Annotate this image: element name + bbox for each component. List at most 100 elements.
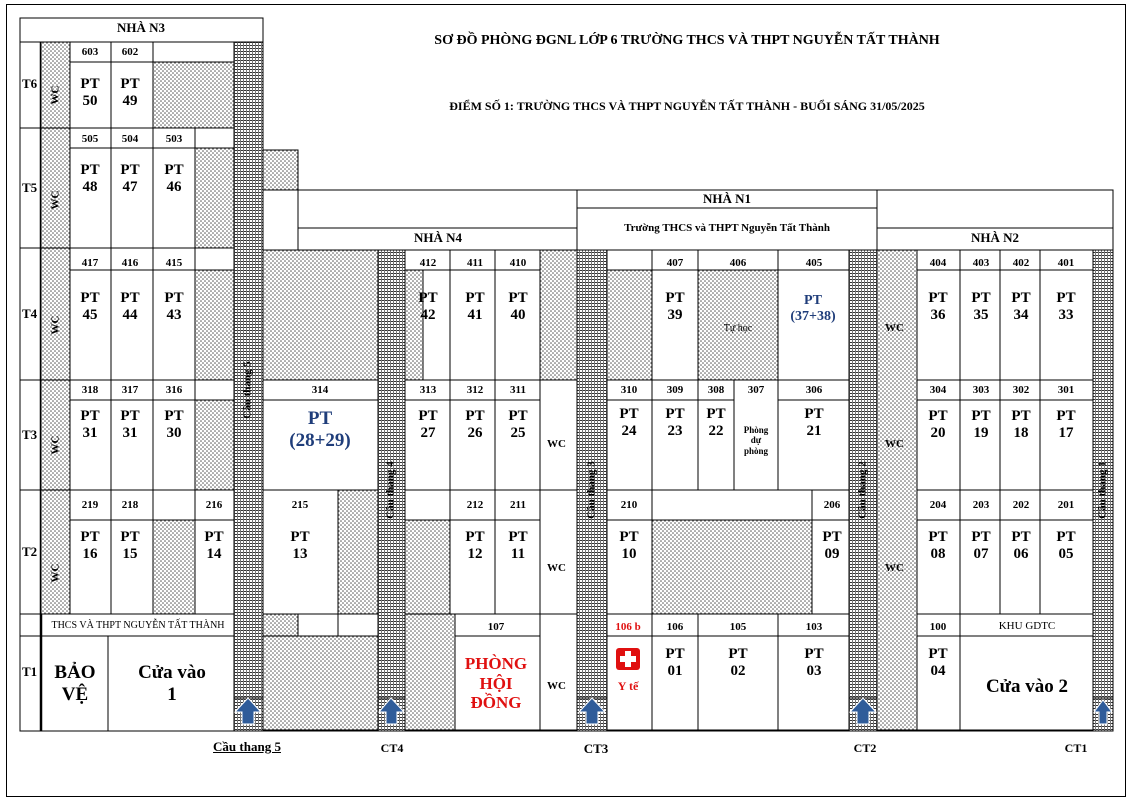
exam-room-prefix: PT — [665, 406, 685, 422]
pe-area-label: KHU GDTC — [998, 620, 1056, 632]
self-study-label: Tự học — [723, 323, 753, 334]
exam-room-number: 13 — [292, 546, 308, 563]
room-number-206: 206 — [823, 499, 841, 511]
exam-room-prefix: PT — [971, 529, 991, 545]
room-number-504: 504 — [121, 133, 139, 145]
exam-room-prefix: PT — [1056, 408, 1076, 424]
exam-room-number: 33 — [1058, 307, 1074, 324]
exam-room-prefix: PT — [619, 406, 639, 422]
ct2-label: CT2 — [853, 741, 877, 755]
exam-room-number: 45 — [82, 307, 98, 324]
exam-room-prefix: PT — [465, 408, 485, 424]
room-number-416: 416 — [121, 257, 139, 269]
exam-room-number: 48 — [82, 179, 98, 196]
exam-room-number: 40 — [510, 307, 526, 324]
exam-room-number: 02 — [730, 663, 746, 680]
room-number-306: 306 — [805, 384, 823, 396]
exam-room-prefix: PT — [1056, 529, 1076, 545]
exam-room-number: 21 — [806, 423, 822, 440]
exam-room-number: 50 — [82, 93, 98, 110]
exam-room-prefix: PT — [971, 290, 991, 306]
exam-room-number: 12 — [467, 546, 483, 563]
exam-room-number: 44 — [122, 307, 138, 324]
exam-room-prefix: PT — [465, 529, 485, 545]
exam-room-prefix: PT — [164, 162, 184, 178]
floor-label-t5: T5 — [22, 180, 38, 195]
exam-room-prefix: PT — [804, 646, 824, 662]
stair-5-label: Cầu thang 5 — [241, 361, 254, 419]
room-number-103: 103 — [805, 621, 823, 633]
room-number-106b: 106 b — [615, 621, 641, 633]
floor-label-t6: T6 — [22, 76, 38, 91]
room-number-215: 215 — [291, 499, 309, 511]
stair-1-label: Cầu thang 1 — [1096, 461, 1109, 519]
exam-room-prefix: PT — [665, 646, 685, 662]
exam-room-number: 46 — [166, 179, 182, 196]
exam-room-number: 09 — [824, 546, 840, 563]
ct1-label: CT1 — [1064, 741, 1088, 755]
exam-room-number: 15 — [122, 546, 138, 563]
room-number-304: 304 — [929, 384, 947, 396]
room-number-415: 415 — [165, 257, 183, 269]
exam-room-prefix: PT — [120, 290, 140, 306]
exam-room-number: 41 — [467, 307, 483, 324]
bao-ve-label: BẢO VỆ — [54, 662, 96, 705]
room-number-107: 107 — [487, 621, 505, 633]
exam-room-prefix: PT — [928, 408, 948, 424]
exam-room-prefix: PT — [1011, 529, 1031, 545]
arrow-up-icon — [377, 697, 406, 725]
wc-label: WC — [547, 562, 566, 574]
page-title: SƠ ĐỒ PHÒNG ĐGNL LỚP 6 TRƯỜNG THCS VÀ TH… — [434, 33, 940, 48]
room-number-212: 212 — [466, 499, 484, 511]
exam-room-number: 19 — [973, 425, 989, 442]
entrance-2-label: Cửa vào 2 — [985, 676, 1069, 697]
exam-room-number: 05 — [1058, 546, 1074, 563]
room-number-317: 317 — [121, 384, 139, 396]
exam-room-number: 11 — [510, 546, 526, 563]
arrow-up-icon — [233, 697, 263, 725]
exam-room-prefix: PT — [164, 290, 184, 306]
medical-label: Y tế — [617, 679, 639, 693]
exam-room-prefix: PT — [80, 162, 100, 178]
exam-room-prefix: PT — [164, 408, 184, 424]
room-number-309: 309 — [666, 384, 684, 396]
room-number-313: 313 — [419, 384, 437, 396]
room-number-301: 301 — [1057, 384, 1075, 396]
building-n1-label: NHÀ N1 — [702, 191, 752, 206]
room-number-603: 603 — [81, 46, 99, 58]
wc-label: WC — [885, 322, 904, 334]
exam-room-number: 31 — [122, 425, 138, 442]
ct3-label: CT3 — [583, 741, 609, 756]
room-number-412: 412 — [419, 257, 437, 269]
exam-room-prefix: PT — [204, 529, 224, 545]
wc-label: WC — [49, 85, 62, 105]
room-number-411: 411 — [467, 257, 483, 269]
wc-label: WC — [49, 190, 62, 210]
room-number-307: 307 — [747, 384, 765, 396]
exam-room-number: 23 — [667, 423, 683, 440]
exam-room-number: 43 — [166, 307, 182, 324]
